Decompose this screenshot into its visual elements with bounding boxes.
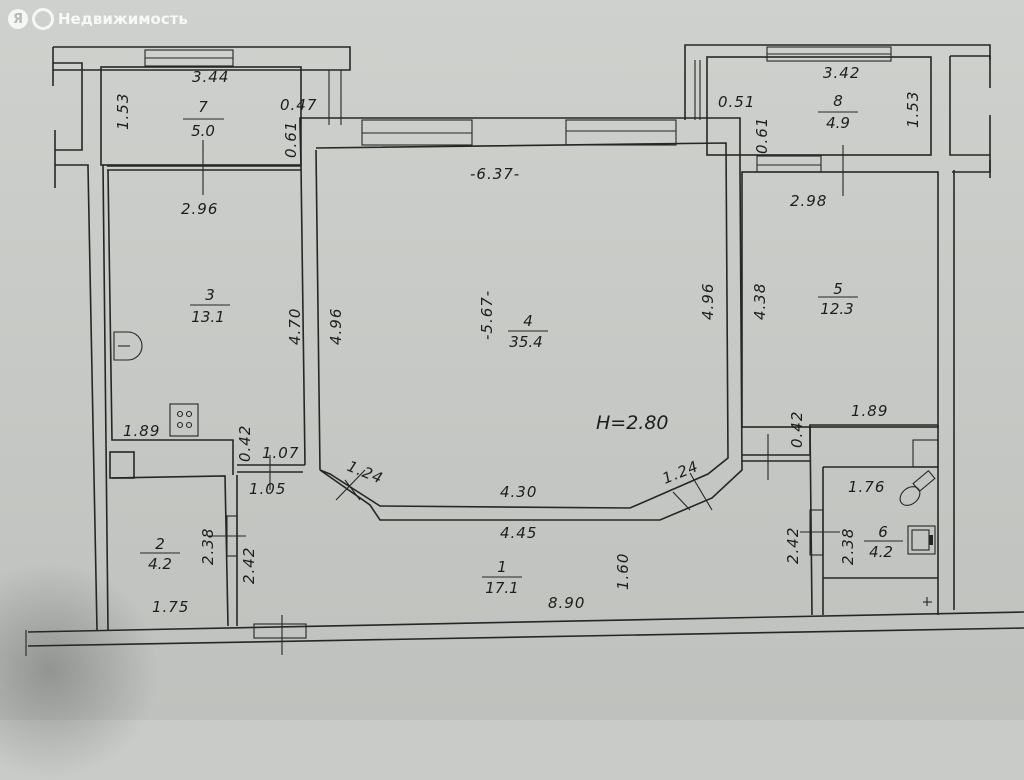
dim-r4-bevel-left: 1.24 — [345, 457, 386, 488]
room-7-number: 7 — [198, 98, 208, 116]
dim-r2-inner: 2.38 — [199, 528, 217, 565]
room-5-area: 12.3 — [820, 300, 853, 318]
yandex-logo-icon: Я — [8, 9, 28, 29]
dim-r3-width: 2.96 — [181, 200, 218, 218]
dim-r7-side: 0.47 — [280, 96, 317, 114]
room-5-bedroom — [741, 55, 991, 610]
stove-icon — [169, 403, 199, 437]
room-6-area: 4.2 — [869, 543, 893, 561]
yandex-realty-watermark: Я Недвижимость — [8, 6, 188, 32]
dim-r1-length: 8.90 — [548, 594, 585, 612]
room-7-area: 5.0 — [191, 122, 215, 140]
room-3-number: 3 — [205, 286, 215, 304]
room-3-kitchen — [107, 149, 321, 475]
dim-r8-depth: 1.53 — [904, 91, 922, 128]
room-4-living — [299, 117, 743, 521]
dim-r3-door-gap: 0.42 — [236, 425, 254, 462]
dim-r1-top: 4.45 — [500, 524, 537, 542]
bottom-outer-wall — [25, 611, 1024, 656]
room-7-balcony — [100, 49, 342, 195]
room-1-area: 17.1 — [485, 579, 518, 597]
dim-r6-inner: 2.38 — [839, 528, 857, 565]
plan-paper — [0, 0, 1024, 720]
dimension-labels: 3.44 1.53 0.47 0.61 2.96 4.70 4.96 1.89 … — [114, 64, 922, 616]
dim-r3-bottom: 1.89 — [123, 422, 160, 440]
room-5-number: 5 — [833, 280, 843, 298]
dim-r7-gap: 0.61 — [282, 121, 300, 158]
room-4-area: 35.4 — [509, 333, 542, 351]
room-8-balcony — [684, 44, 991, 196]
room-3-area: 13.1 — [191, 308, 224, 326]
dim-r4-bottom: 4.30 — [500, 483, 537, 501]
room-labels: 7 5.0 8 4.9 3 13.1 4 35.4 5 12.3 2 4.2 6… — [140, 92, 903, 597]
washbasin-icon — [907, 525, 936, 555]
watermark-text: Недвижимость — [58, 10, 188, 28]
left-outer-wall — [52, 46, 351, 631]
room-6-number: 6 — [878, 523, 888, 541]
room-2-bath — [109, 451, 246, 627]
dim-r2-width: 1.75 — [152, 598, 189, 616]
room-1-number: 1 — [497, 558, 507, 576]
dim-r4-right: 4.96 — [699, 283, 717, 320]
dim-r5-bottom: 1.89 — [851, 402, 888, 420]
ring-logo-icon — [32, 8, 54, 30]
floor-plan: 7 5.0 8 4.9 3 13.1 4 35.4 5 12.3 2 4.2 6… — [25, 44, 1024, 656]
dim-r8-gap: 0.61 — [753, 117, 771, 154]
room-8-number: 8 — [833, 92, 843, 110]
room-2-number: 2 — [155, 535, 165, 553]
dim-r8-side: 0.51 — [718, 93, 755, 111]
dim-r8-width: 3.42 — [823, 64, 860, 82]
sink-icon — [113, 331, 143, 361]
dim-r4-bevel-right: 1.24 — [660, 457, 701, 488]
room-2-area: 4.2 — [148, 555, 172, 573]
dim-r5-door-gap: 0.42 — [788, 411, 806, 448]
ceiling-height: H=2.80 — [596, 412, 669, 434]
dim-r5-depth: 4.38 — [751, 283, 769, 320]
toilet-icon — [899, 469, 936, 506]
dim-r6-width: 1.76 — [848, 478, 885, 496]
corridor-door-3 — [237, 455, 305, 490]
room-4-number: 4 — [523, 312, 533, 330]
dim-r3-depth: 4.70 — [286, 308, 304, 345]
dim-r7-width: 3.44 — [192, 68, 229, 86]
room-8-area: 4.9 — [826, 114, 850, 132]
dim-r6-outer: 2.42 — [784, 527, 802, 564]
dim-r4-width: -6.37- — [470, 165, 520, 183]
dim-r1-depth: 1.60 — [614, 553, 632, 590]
dim-r2-outer: 2.42 — [240, 547, 258, 584]
dim-corr-door-bottom: 1.05 — [249, 480, 286, 498]
dim-r7-depth: 1.53 — [114, 93, 132, 130]
room-6-bath — [742, 424, 939, 616]
dim-r4-depth: -5.67- — [478, 290, 496, 340]
dim-corr-door-top: 1.07 — [262, 444, 299, 462]
dim-r5-width: 2.98 — [790, 192, 827, 210]
dim-r4-left: 4.96 — [327, 308, 345, 345]
